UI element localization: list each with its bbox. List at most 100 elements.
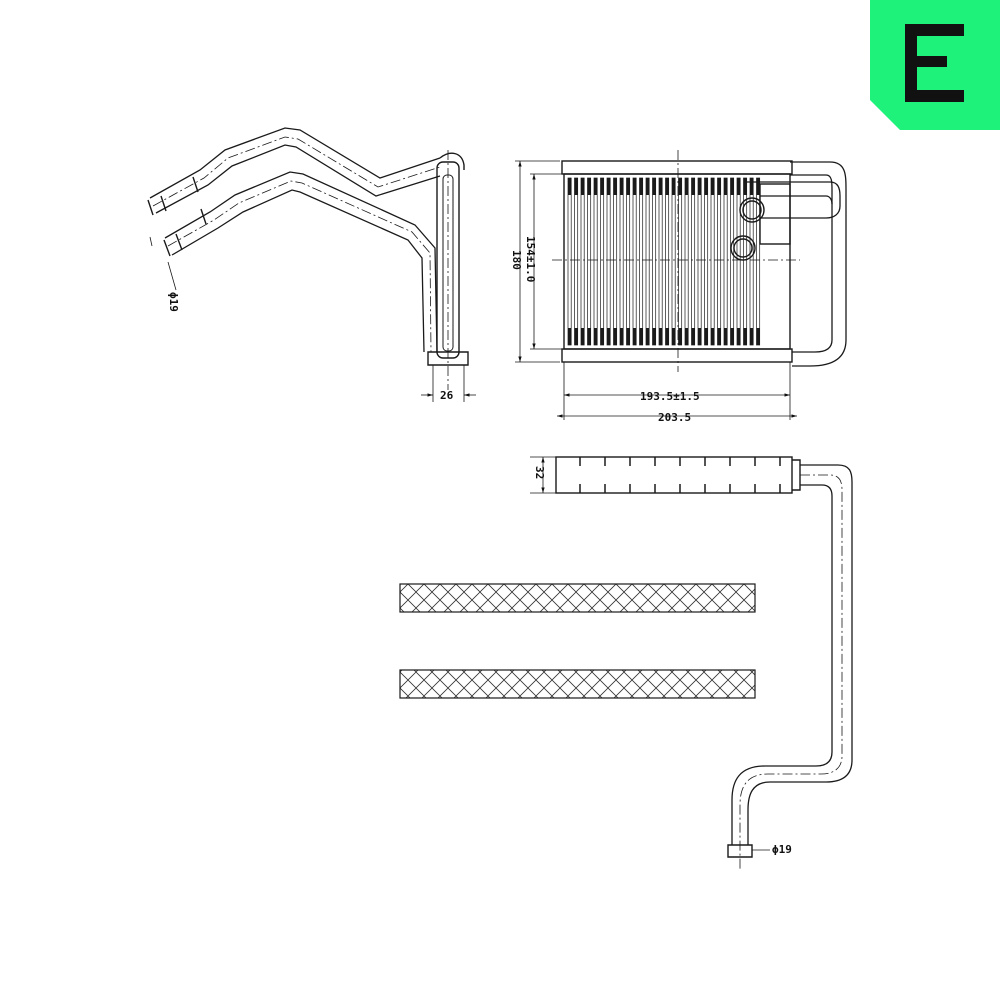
- fin: [639, 177, 644, 346]
- fin-shade: [672, 328, 676, 345]
- fin: [606, 177, 611, 346]
- fin: [658, 177, 663, 346]
- fin-shade: [750, 328, 754, 345]
- side-view-pipes: [147, 127, 469, 390]
- fin: [723, 177, 728, 346]
- fin-shade: [639, 328, 643, 345]
- fin-shade: [711, 328, 715, 345]
- fin: [593, 177, 598, 346]
- fin: [574, 177, 579, 346]
- fin-shade: [646, 178, 650, 195]
- fin-shade: [691, 328, 695, 345]
- fin: [704, 177, 709, 346]
- fin: [671, 177, 676, 346]
- fin-shade: [626, 328, 630, 345]
- fin-shade: [600, 178, 604, 195]
- fin: [619, 177, 624, 346]
- fin: [600, 177, 605, 346]
- front-view-core: [552, 150, 847, 372]
- fin-shade: [672, 178, 676, 195]
- fin-shade: [600, 328, 604, 345]
- fin: [613, 177, 618, 346]
- fin-shade: [750, 178, 754, 195]
- fin-shade: [756, 328, 760, 345]
- fin: [697, 177, 702, 346]
- fin: [626, 177, 631, 346]
- tank-ticks: [579, 457, 781, 493]
- fin-shade: [724, 178, 728, 195]
- fin-shade: [613, 178, 617, 195]
- fin-shade: [581, 178, 585, 195]
- fin-shade: [607, 178, 611, 195]
- core-height-label: 154±1.0: [524, 236, 537, 282]
- fin-shade: [646, 328, 650, 345]
- fin: [749, 177, 754, 346]
- fin-shade: [587, 328, 591, 345]
- fin-shade: [665, 328, 669, 345]
- fin-shade: [568, 328, 572, 345]
- fin-shade: [652, 328, 656, 345]
- fin-shade: [743, 178, 747, 195]
- fin: [567, 177, 572, 346]
- fin-shade: [737, 328, 741, 345]
- fin-shade: [620, 178, 624, 195]
- fin: [684, 177, 689, 346]
- fin-shade: [743, 328, 747, 345]
- fin-shade: [613, 328, 617, 345]
- fin-shade: [704, 178, 708, 195]
- fin: [710, 177, 715, 346]
- fin-shade: [730, 178, 734, 195]
- fin: [736, 177, 741, 346]
- core-fins: [567, 177, 761, 346]
- fin-shade: [594, 328, 598, 345]
- fin-shade: [724, 328, 728, 345]
- overall-height-label: 180: [510, 250, 523, 270]
- fin-shade: [568, 178, 572, 195]
- bottom-view: [530, 456, 853, 870]
- foam-seal-strip-upper: [399, 583, 756, 613]
- tank-thickness-label: 32: [533, 466, 546, 479]
- fin-shade: [633, 178, 637, 195]
- fin-shade: [698, 328, 702, 345]
- fin-shade: [633, 328, 637, 345]
- fin-shade: [574, 328, 578, 345]
- fin-shade: [659, 328, 663, 345]
- fin: [678, 177, 683, 346]
- fin-shade: [698, 178, 702, 195]
- fin: [665, 177, 670, 346]
- fin: [691, 177, 696, 346]
- fin-shade: [717, 328, 721, 345]
- fin-shade: [756, 178, 760, 195]
- depth-dimension: [421, 365, 476, 402]
- overall-width-label: 203.5: [658, 411, 691, 424]
- fin-shade: [685, 328, 689, 345]
- fin-shade: [711, 178, 715, 195]
- fin-shade: [678, 328, 682, 345]
- fin: [652, 177, 657, 346]
- fin-shade: [665, 178, 669, 195]
- fin: [632, 177, 637, 346]
- fin-shade: [574, 178, 578, 195]
- foam-seal-strip-lower: [399, 669, 756, 699]
- fin-shade: [639, 178, 643, 195]
- fin-shade: [620, 328, 624, 345]
- fin: [730, 177, 735, 346]
- fin: [587, 177, 592, 346]
- fin-shade: [717, 178, 721, 195]
- fin-shade: [691, 178, 695, 195]
- fin-shade: [607, 328, 611, 345]
- fin-shade: [659, 178, 663, 195]
- fin-shade: [581, 328, 585, 345]
- pipe-diameter-label-bottom: ϕ19: [772, 843, 792, 856]
- pipe-diameter-label-left: ϕ19: [167, 292, 180, 312]
- brand-logo: [870, 0, 1000, 130]
- fin: [717, 177, 722, 346]
- fin-shade: [594, 178, 598, 195]
- fin-shade: [626, 178, 630, 195]
- fin-shade: [678, 178, 682, 195]
- core-width-label: 193.5±1.5: [640, 390, 700, 403]
- fin-shade: [704, 328, 708, 345]
- fin-shade: [685, 178, 689, 195]
- fin-shade: [652, 178, 656, 195]
